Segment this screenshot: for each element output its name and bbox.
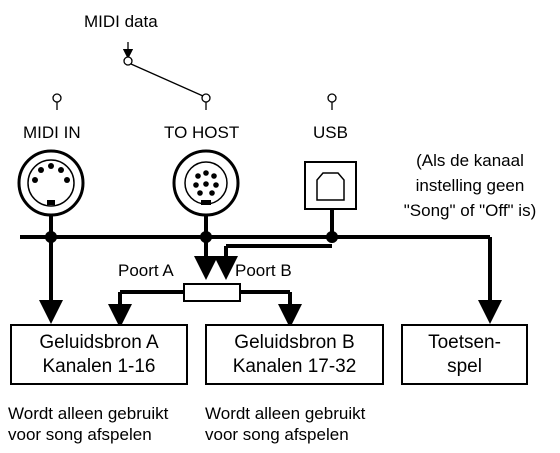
midi-in-connector-icon — [17, 149, 85, 217]
usage-note-line: voor song afspelen — [205, 425, 349, 444]
keyboard-box: Toetsen- spel — [401, 324, 528, 385]
usage-note-a: Wordt alleen gebruikt voor song afspelen — [8, 403, 168, 445]
box-line: Kanalen 17-32 — [232, 355, 357, 377]
port-splitter-block — [183, 283, 241, 302]
sound-source-b-box: Geluidsbron B Kanalen 17-32 — [205, 324, 384, 385]
condition-note-line: "Song" of "Off" is) — [403, 201, 537, 220]
midi-in-terminal — [52, 93, 62, 110]
to-host-terminal — [201, 93, 211, 110]
to-host-connector-icon — [172, 149, 240, 217]
usb-connector-icon — [304, 161, 357, 210]
condition-note-line: instelling geen — [415, 176, 525, 195]
channel-condition-note: (Als de kanaal instelling geen "Song" of… — [380, 150, 560, 221]
usage-note-line: Wordt alleen gebruikt — [205, 404, 366, 423]
port-a-label: Poort A — [118, 261, 174, 280]
sound-source-a-box: Geluidsbron A Kanalen 1-16 — [10, 324, 188, 385]
usb-label: USB — [313, 123, 348, 142]
junction-dots — [45, 231, 338, 243]
box-line: Geluidsbron A — [39, 331, 159, 353]
usb-terminal — [327, 93, 337, 110]
box-line: spel — [447, 355, 482, 377]
usage-note-b: Wordt alleen gebruikt voor song afspelen — [205, 403, 365, 445]
box-line: Geluidsbron B — [234, 331, 355, 353]
usage-note-line: voor song afspelen — [8, 425, 152, 444]
condition-note-line: (Als de kanaal — [416, 151, 524, 170]
box-line: Kanalen 1-16 — [42, 355, 156, 377]
to-host-label: TO HOST — [164, 123, 240, 142]
midi-in-label: MIDI IN — [23, 123, 81, 142]
midi-data-selector-switch — [122, 42, 204, 97]
midi-data-label: MIDI data — [84, 12, 158, 31]
port-b-label: Poort B — [235, 261, 292, 280]
box-line: Toetsen- — [428, 331, 501, 353]
usage-note-line: Wordt alleen gebruikt — [8, 404, 169, 423]
